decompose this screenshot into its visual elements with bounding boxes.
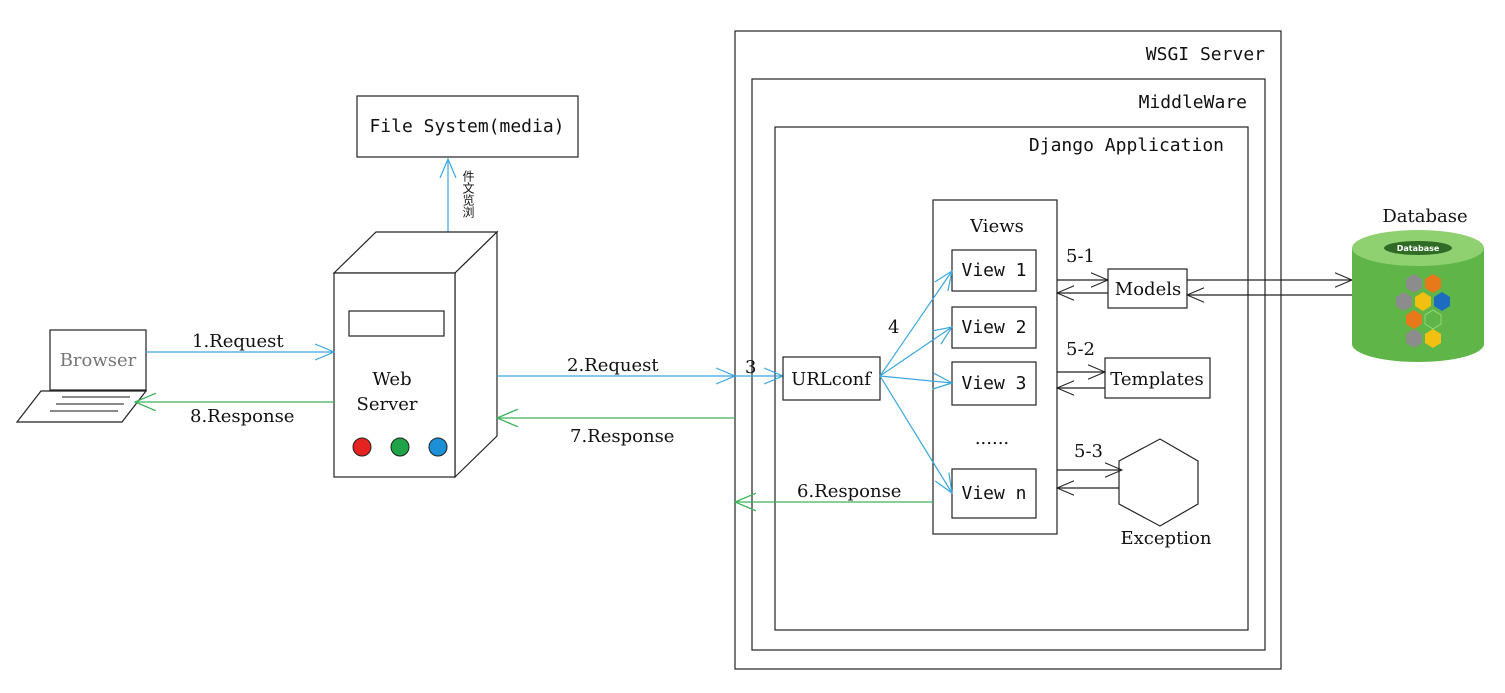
exception-hexagon — [1118, 438, 1199, 527]
web-server-label-line1: Web — [372, 369, 411, 390]
database-title: Database — [1382, 206, 1467, 227]
green-led — [390, 437, 410, 457]
view-ellipsis: ...... — [975, 428, 1009, 449]
models-label: Models — [1115, 279, 1181, 300]
urlconf-label: URLconf — [791, 369, 872, 390]
django-application-label: Django Application — [1029, 135, 1224, 156]
view-3-box — [951, 361, 1037, 406]
blue-led — [428, 437, 448, 457]
view-n-label: View n — [961, 483, 1026, 504]
response-7-label: 7.Response — [570, 426, 674, 447]
view-2-box — [951, 306, 1037, 349]
view-1-label: View 1 — [961, 260, 1026, 281]
file-system-box — [356, 95, 579, 158]
view-2-label: View 2 — [961, 317, 1026, 338]
request-2-label: 2.Request — [567, 355, 659, 376]
browser-label: Browser — [60, 350, 137, 371]
step-5-3-label: 5-3 — [1074, 441, 1103, 462]
step-4-arrows — [879, 271, 952, 493]
request-1-label: 1.Request — [192, 331, 284, 352]
view-3-label: View 3 — [961, 373, 1026, 394]
laptop-icon — [15, 329, 148, 423]
step-5-2-label: 5-2 — [1066, 339, 1095, 360]
response-8-label: 8.Response — [190, 406, 294, 427]
file-system-label: File System(media) — [369, 116, 564, 137]
web-server-icon — [332, 230, 499, 479]
database-icon — [1352, 230, 1484, 362]
view-n-box — [951, 468, 1037, 519]
red-led — [352, 437, 372, 457]
web-server-label-line2: Server — [356, 394, 417, 415]
templates-box — [1104, 357, 1211, 399]
views-title: Views — [969, 216, 1024, 237]
response-6-label: 6.Response — [797, 481, 901, 502]
templates-label: Templates — [1110, 369, 1203, 390]
file-browse-label: 件文览浏 — [461, 170, 475, 218]
step-3-label: 3 — [745, 357, 756, 378]
step-5-1-label: 5-1 — [1066, 246, 1095, 267]
exception-label: Exception — [1121, 528, 1212, 549]
urlconf-box — [782, 356, 881, 401]
database-badge-label: Database — [1397, 244, 1440, 253]
step-4-label: 4 — [888, 317, 899, 338]
middleware-label: MiddleWare — [1139, 92, 1247, 113]
wsgi-server-label: WSGI Server — [1146, 44, 1265, 65]
view-1-box — [951, 249, 1037, 292]
